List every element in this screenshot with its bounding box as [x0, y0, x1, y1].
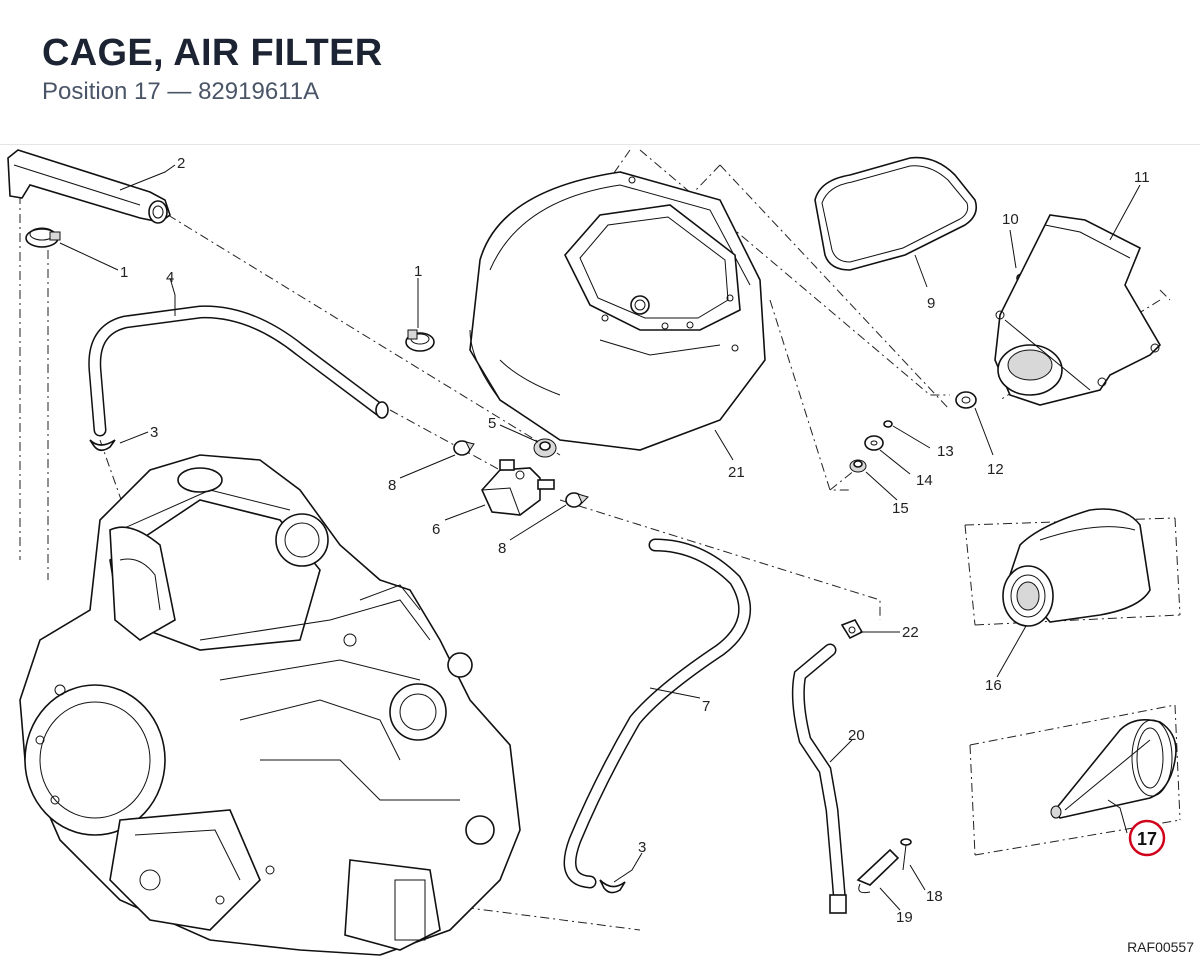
callout-2[interactable]: 2 — [177, 155, 185, 172]
callout-10[interactable]: 10 — [1002, 211, 1019, 228]
callout-20[interactable]: 20 — [848, 727, 865, 744]
callout-15[interactable]: 15 — [892, 500, 909, 517]
callout-19[interactable]: 19 — [896, 909, 913, 926]
leader-lines — [59, 164, 1141, 911]
page-title: CAGE, AIR FILTER — [42, 32, 383, 74]
header: CAGE, AIR FILTER Position 17 — 82919611A — [42, 30, 382, 106]
part-8-clamp-upper[interactable] — [453, 440, 475, 456]
part-12-washer[interactable] — [955, 391, 977, 409]
callout-17-highlight[interactable]: 17 — [1128, 819, 1166, 857]
callout-17: 17 — [1137, 829, 1157, 849]
callout-16[interactable]: 16 — [985, 677, 1002, 694]
engine-block — [19, 454, 521, 956]
drawing-reference-code: RAF00557 — [1127, 939, 1194, 955]
part-11-filter-cover[interactable] — [994, 214, 1162, 406]
part-5-grommet[interactable] — [533, 438, 557, 458]
part-20-drain-hose[interactable] — [791, 643, 847, 914]
part-18-screw[interactable] — [900, 838, 912, 871]
part-19-bracket[interactable] — [856, 848, 900, 894]
callout-8-upper[interactable]: 8 — [388, 477, 396, 494]
callout-7[interactable]: 7 — [702, 698, 710, 715]
callout-1-left[interactable]: 1 — [120, 264, 128, 281]
part-1-clamp-right[interactable] — [405, 329, 435, 352]
part-4-hose[interactable] — [88, 305, 389, 437]
callout-labels: 2 1 4 1 3 5 21 8 6 8 7 22 20 3 9 10 11 1… — [120, 155, 1150, 926]
part-6-valve[interactable] — [481, 459, 555, 516]
part-9-gasket[interactable] — [814, 156, 978, 271]
part-16-air-filter[interactable] — [1002, 508, 1151, 627]
callout-9[interactable]: 9 — [927, 295, 935, 312]
callout-5[interactable]: 5 — [488, 415, 496, 432]
part-8-clamp-lower[interactable] — [565, 492, 589, 508]
callout-13[interactable]: 13 — [937, 443, 954, 460]
callout-4[interactable]: 4 — [166, 269, 174, 286]
callout-8-lower[interactable]: 8 — [498, 540, 506, 557]
callout-3-lower[interactable]: 3 — [638, 839, 646, 856]
callout-18[interactable]: 18 — [926, 888, 943, 905]
part-3-clip-upper[interactable] — [89, 439, 116, 452]
part-22-fitting[interactable] — [840, 619, 864, 640]
part-15-spacer[interactable] — [849, 459, 867, 473]
part-13-screw[interactable] — [883, 420, 893, 428]
callout-22[interactable]: 22 — [902, 624, 919, 641]
callout-21[interactable]: 21 — [728, 464, 745, 481]
part-1-clamp-left[interactable] — [25, 227, 61, 248]
callout-14[interactable]: 14 — [916, 472, 933, 489]
callout-1-right[interactable]: 1 — [414, 263, 422, 280]
part-21-airbox[interactable] — [469, 171, 766, 451]
part-7-hose[interactable] — [563, 538, 752, 889]
part-17-air-filter-cage[interactable] — [1050, 719, 1177, 819]
part-3-clip-lower[interactable] — [599, 879, 626, 894]
part-2-breather-pipe[interactable] — [7, 149, 171, 224]
header-divider — [0, 144, 1200, 145]
page-subtitle: Position 17 — 82919611A — [42, 78, 320, 105]
callout-3-upper[interactable]: 3 — [150, 424, 158, 441]
highlight-ring — [1128, 819, 1166, 857]
callout-12[interactable]: 12 — [987, 461, 1004, 478]
callout-11[interactable]: 11 — [1134, 169, 1150, 186]
callout-6[interactable]: 6 — [432, 521, 440, 538]
part-14-washer[interactable] — [864, 435, 884, 451]
